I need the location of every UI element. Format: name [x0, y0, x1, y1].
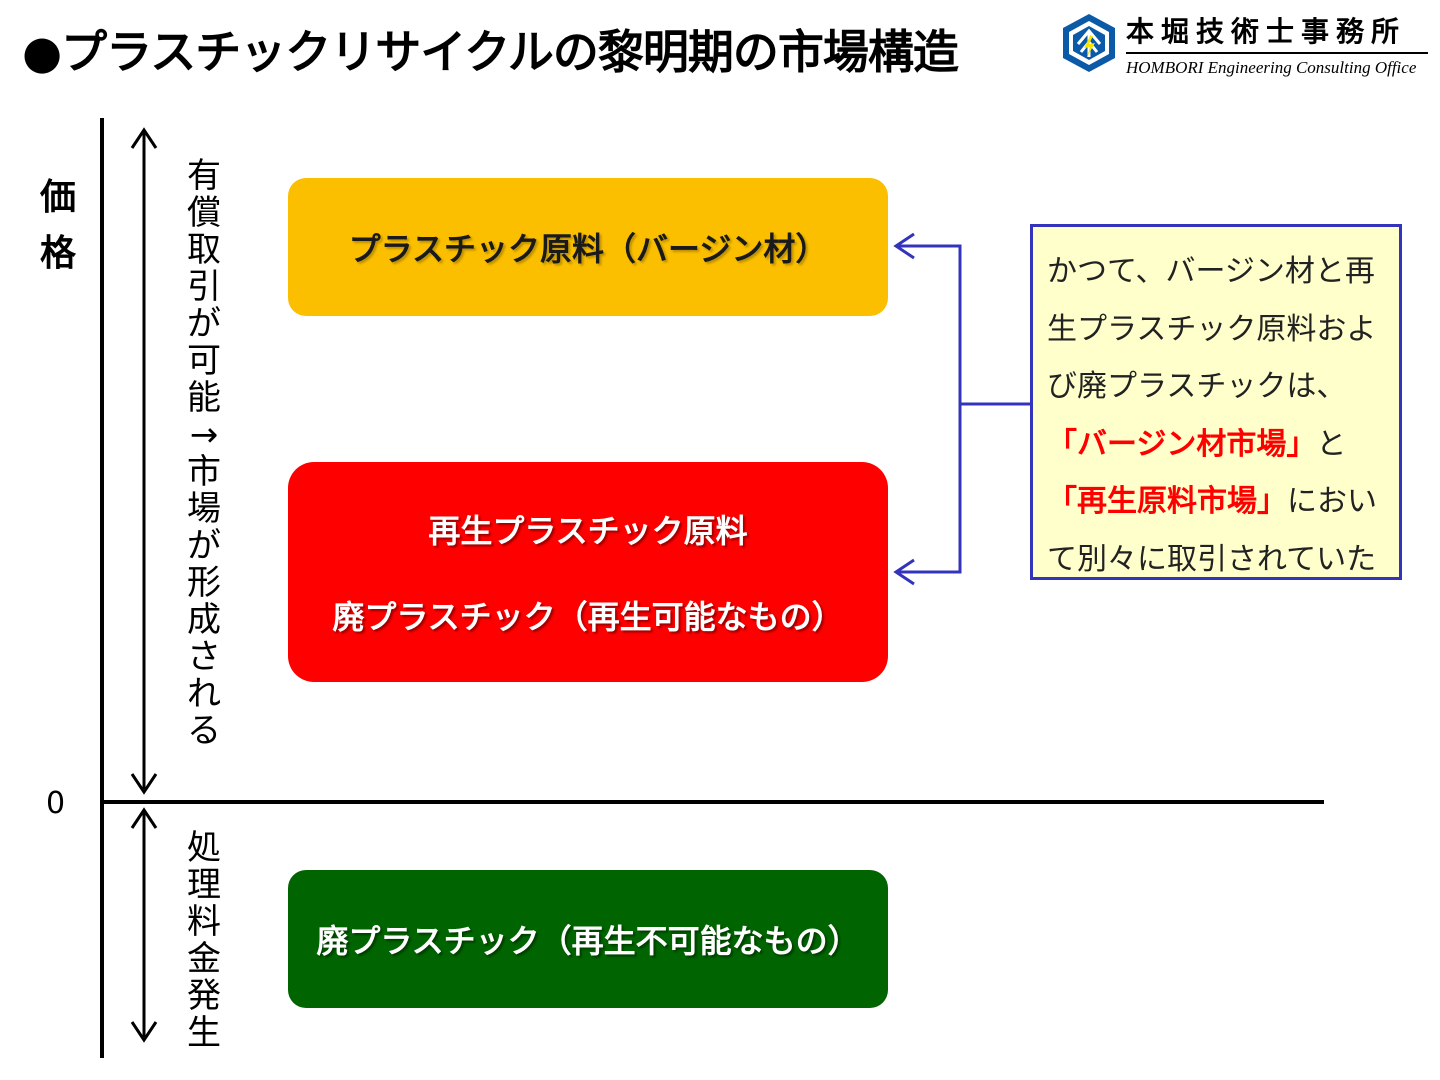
page-title: ●プラスチックリサイクルの黎明期の市場構造 [22, 25, 959, 79]
callout-highlight-virgin-market: 「バージン材市場」 [1047, 426, 1317, 462]
non-recyclable-waste-label: 廃プラスチック（再生不可能なもの） [316, 922, 860, 960]
upper-range-arrow [130, 127, 158, 795]
bracket-connector [893, 232, 1030, 586]
lower-range-label: 処理料金発生 [187, 828, 221, 1053]
virgin-material-box: プラスチック原料（バージン材） [288, 178, 888, 316]
explanation-callout: かつて、バージン材と再生プラスチック原料および廃プラスチックは、「バージン材市場… [1030, 224, 1402, 580]
zero-label: 0 [46, 786, 66, 821]
company-name-ja: 本堀技術士事務所 [1126, 15, 1407, 48]
recyclable-waste-label: 廃プラスチック（再生可能なもの） [332, 598, 844, 636]
non-recyclable-waste-box: 廃プラスチック（再生不可能なもの） [288, 870, 888, 1008]
virgin-material-label: プラスチック原料（バージン材） [348, 230, 828, 268]
callout-text-1: かつて、バージン材と再生プラスチック原料および廃プラスチックは、 [1047, 254, 1377, 404]
callout-highlight-recycled-market: 「再生原料市場」 [1047, 484, 1287, 519]
upper-range-label: 有償取引が可能→市場が形成される [187, 156, 221, 751]
callout-text-2: と [1316, 426, 1347, 462]
company-name-en: HOMBORI Engineering Consulting Office [1126, 58, 1417, 77]
recycled-material-box: 再生プラスチック原料 廃プラスチック（再生可能なもの） [288, 462, 888, 682]
company-logo-icon [1063, 14, 1115, 72]
callout-text-3: において別々に取引されていた [1047, 484, 1377, 577]
logo-divider [1126, 52, 1428, 54]
company-logo: 本堀技術士事務所 HOMBORI Engineering Consulting … [1058, 8, 1430, 80]
recycled-material-label: 再生プラスチック原料 [428, 512, 748, 550]
lower-range-arrow [130, 807, 158, 1043]
